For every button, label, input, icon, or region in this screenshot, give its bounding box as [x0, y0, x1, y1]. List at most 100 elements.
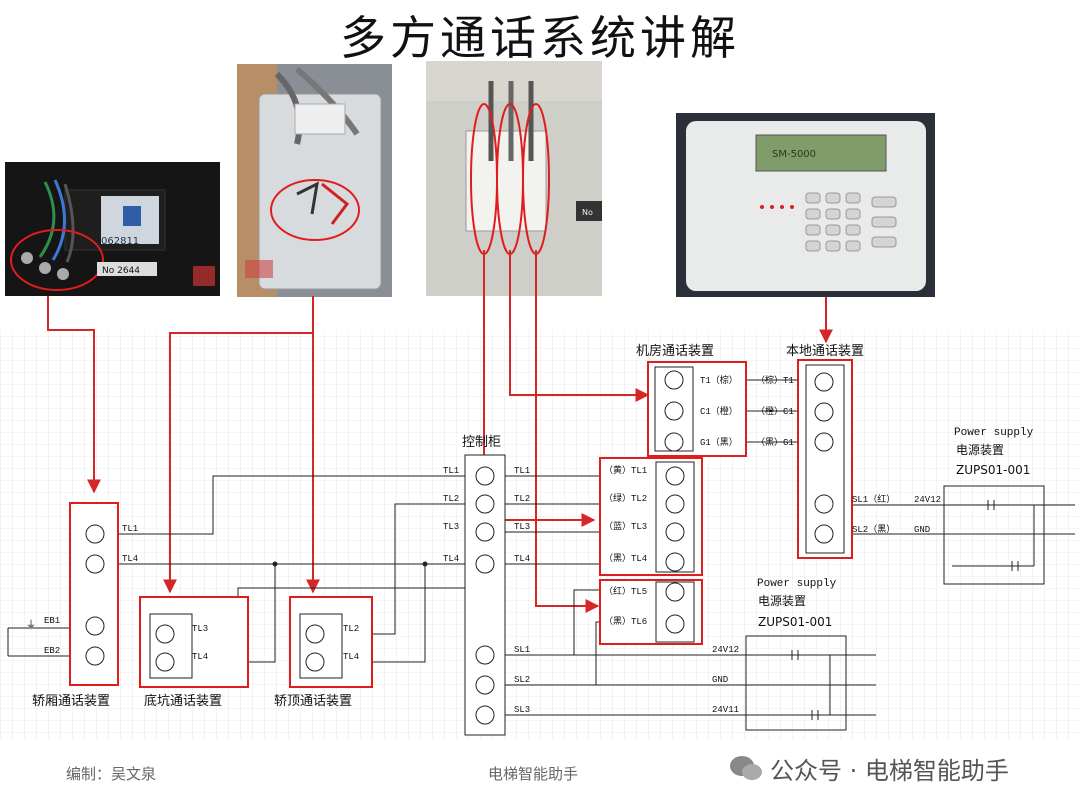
- psu-bottom-title: Power supply: [757, 578, 837, 590]
- wechat-icon: [730, 756, 762, 780]
- top-label-1: TL2: [343, 624, 359, 634]
- mr-terminal-tl1: [665, 466, 685, 486]
- cabinet-terminal-tl4: [475, 554, 495, 574]
- pit-label-1: TL3: [192, 624, 208, 634]
- mr-terminal-tl2: [665, 494, 685, 514]
- pit-label-2: TL4: [192, 652, 208, 662]
- cabinet-left-4: TL4: [443, 554, 459, 564]
- local-phone-photo: SM-5000: [676, 113, 935, 297]
- machine-room-bottom-strip: [655, 581, 695, 643]
- car-label-tl1: TL1: [122, 524, 138, 534]
- psu-bottom-label-1: 24V12: [712, 645, 739, 655]
- machine-room-mid-strip: [655, 461, 695, 573]
- car-label-tl4: TL4: [122, 554, 138, 564]
- mr-row2-4: （黑）TL4: [604, 553, 647, 564]
- top-terminal-1: [305, 624, 325, 644]
- control-terminal-photo: No: [426, 61, 602, 296]
- local-terminal-sl1: [814, 494, 834, 514]
- cabinet-right-3: TL3: [514, 522, 530, 532]
- car-terminal-4: [85, 646, 105, 666]
- car-terminal-1: [85, 524, 105, 544]
- cabinet-terminal-tl2: [475, 494, 495, 514]
- mr-row3-2: （黑）TL6: [604, 616, 647, 627]
- psu-top-cn: 电源装置: [956, 443, 1004, 457]
- cabinet-left-1: TL1: [443, 466, 459, 476]
- machine-room-unit-mid: [599, 457, 703, 576]
- cabinet-terminal-tl1: [475, 466, 495, 486]
- psu-top-model: ZUPS01-001: [956, 463, 1030, 477]
- top-label-2: TL4: [343, 652, 359, 662]
- local-terminal-sl2: [814, 524, 834, 544]
- car-phone-photo: 062811 No 2644: [5, 162, 220, 296]
- keypad: [805, 192, 897, 252]
- mr-terminal-tl4: [665, 552, 685, 572]
- psu-top-title: Power supply: [954, 427, 1034, 439]
- cabinet-terminal-sl1: [475, 645, 495, 665]
- local-unit-strip: [805, 364, 845, 554]
- car-terminal-3: [85, 616, 105, 636]
- mr-row2-3: （蓝）TL3: [604, 520, 647, 532]
- lobby-screen-text: SM-5000: [772, 149, 816, 160]
- mr-row2-1: （黄）TL1: [604, 464, 647, 476]
- psu-bottom-model: ZUPS01-001: [758, 615, 832, 629]
- pit-unit-inner: [149, 613, 193, 679]
- psu-bottom-label-3: 24V11: [712, 705, 739, 715]
- top-device-photo-svg: [237, 64, 392, 297]
- cabinet-right-5: SL1: [514, 645, 530, 655]
- machine-room-label: 机房通话装置: [636, 343, 714, 359]
- control-photo-label: No: [582, 208, 593, 217]
- cabinet-terminal-tl3: [475, 522, 495, 542]
- psu-bottom-cn: 电源装置: [758, 594, 806, 608]
- car-unit-highlight: [69, 502, 119, 686]
- mr-terminal-tl6: [665, 614, 685, 634]
- mr-row-1: T1（棕）: [700, 374, 738, 386]
- top-unit-body: [289, 596, 373, 688]
- car-label-eb1: EB1: [44, 616, 60, 626]
- photo-connectors: [47, 250, 833, 613]
- machine-room-unit-top: [647, 361, 747, 457]
- pit-terminal-2: [155, 652, 175, 672]
- cabinet-right-1: TL1: [514, 466, 530, 476]
- mr-terminal-tl3: [665, 522, 685, 542]
- cabinet-right-2: TL2: [514, 494, 530, 504]
- mr-row-2: C1（橙）: [700, 405, 738, 417]
- pit-unit-body: [139, 596, 249, 688]
- local-row-3: （黑）G1: [756, 437, 794, 448]
- top-unit-label: 轿顶通话装置: [274, 694, 352, 709]
- car-terminal-2: [85, 554, 105, 574]
- car-label-eb2: EB2: [44, 646, 60, 656]
- cabinet-right-7: SL3: [514, 705, 530, 715]
- mr-terminal-g1: [664, 432, 684, 452]
- local-row2-2: SL2（黑）: [852, 524, 895, 535]
- machine-room-unit-bottom: [599, 579, 703, 645]
- cabinet-right-6: SL2: [514, 675, 530, 685]
- top-device-photo: [237, 64, 392, 297]
- mr-terminal-c1: [664, 401, 684, 421]
- psu-top-label-1: 24V12: [914, 495, 941, 505]
- psu-bottom-box: [745, 635, 847, 731]
- local-row-2: （橙）C1: [756, 405, 794, 417]
- footer-center: 电梯智能助手: [488, 765, 579, 783]
- cabinet-terminal-sl3: [475, 705, 495, 725]
- local-terminal-g1: [814, 432, 834, 452]
- top-terminal-2: [305, 652, 325, 672]
- pit-terminal-1: [155, 624, 175, 644]
- mr-terminal-tl5: [665, 582, 685, 602]
- psu-bottom-label-2: GND: [712, 675, 728, 685]
- mr-row3-1: （红）TL5: [604, 585, 647, 597]
- footer-author: 编制：吴文泉: [66, 765, 157, 783]
- local-terminal-c1: [814, 402, 834, 422]
- local-terminal-t1: [814, 372, 834, 392]
- pit-unit-label: 底坑通话装置: [144, 693, 222, 709]
- local-phone-photo-svg: SM-5000: [676, 113, 935, 297]
- cabinet-right-4: TL4: [514, 554, 530, 564]
- mr-terminal-t1: [664, 370, 684, 390]
- local-row2-1: SL1（红）: [852, 493, 895, 505]
- local-row-1: （棕）T1: [756, 374, 794, 386]
- ground-icon: ⏚: [26, 619, 36, 632]
- car-phone-label: No 2644: [102, 266, 140, 276]
- local-unit-label: 本地通话装置: [786, 344, 864, 359]
- psu-top-box: [943, 485, 1045, 585]
- car-phone-serial: 062811: [101, 236, 139, 247]
